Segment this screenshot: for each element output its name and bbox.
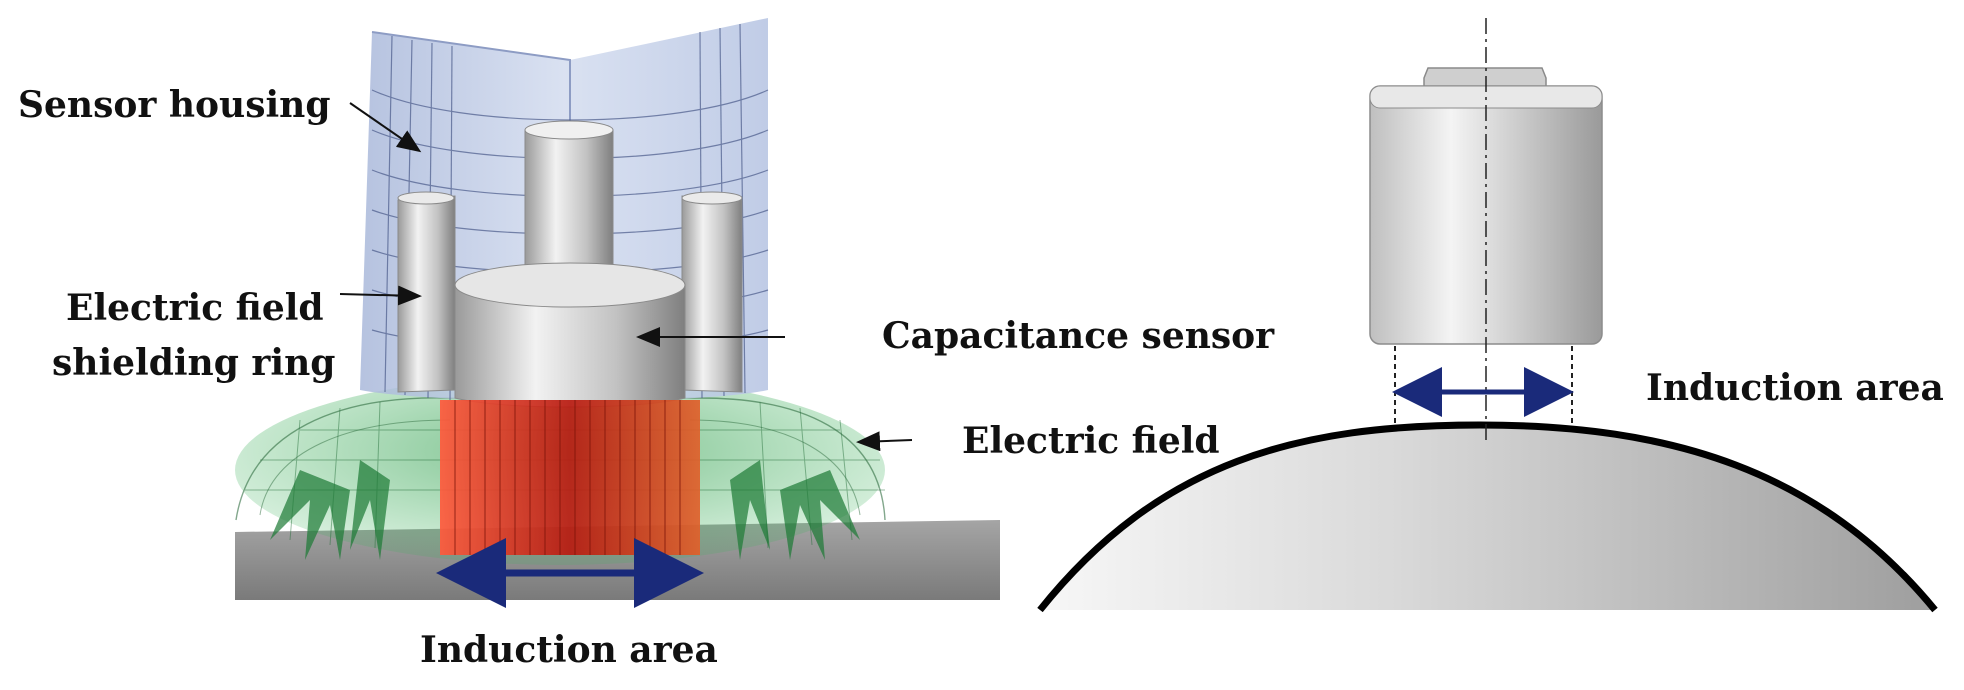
label-shielding-line1: Electric field — [66, 287, 324, 329]
capacitance-sensor — [454, 120, 686, 408]
label-capacitance-sensor: Capacitance sensor — [882, 315, 1275, 357]
label-electric-field: Electric field — [962, 420, 1220, 462]
label-shielding-line2: shielding ring — [52, 342, 335, 384]
induction-zone — [440, 400, 700, 555]
label-induction-area-left: Induction area — [420, 629, 718, 671]
target-dome — [1040, 425, 1935, 610]
arrow-icon — [339, 285, 422, 306]
shielding-ring — [397, 191, 743, 393]
left-panel: Sensor housing Electric field shielding … — [18, 18, 1275, 671]
arrow-icon — [349, 102, 422, 153]
right-panel: Induction area — [1037, 18, 1944, 613]
label-sensor-housing: Sensor housing — [18, 84, 331, 126]
label-induction-area-right: Induction area — [1646, 367, 1944, 409]
arrow-icon — [856, 431, 913, 452]
